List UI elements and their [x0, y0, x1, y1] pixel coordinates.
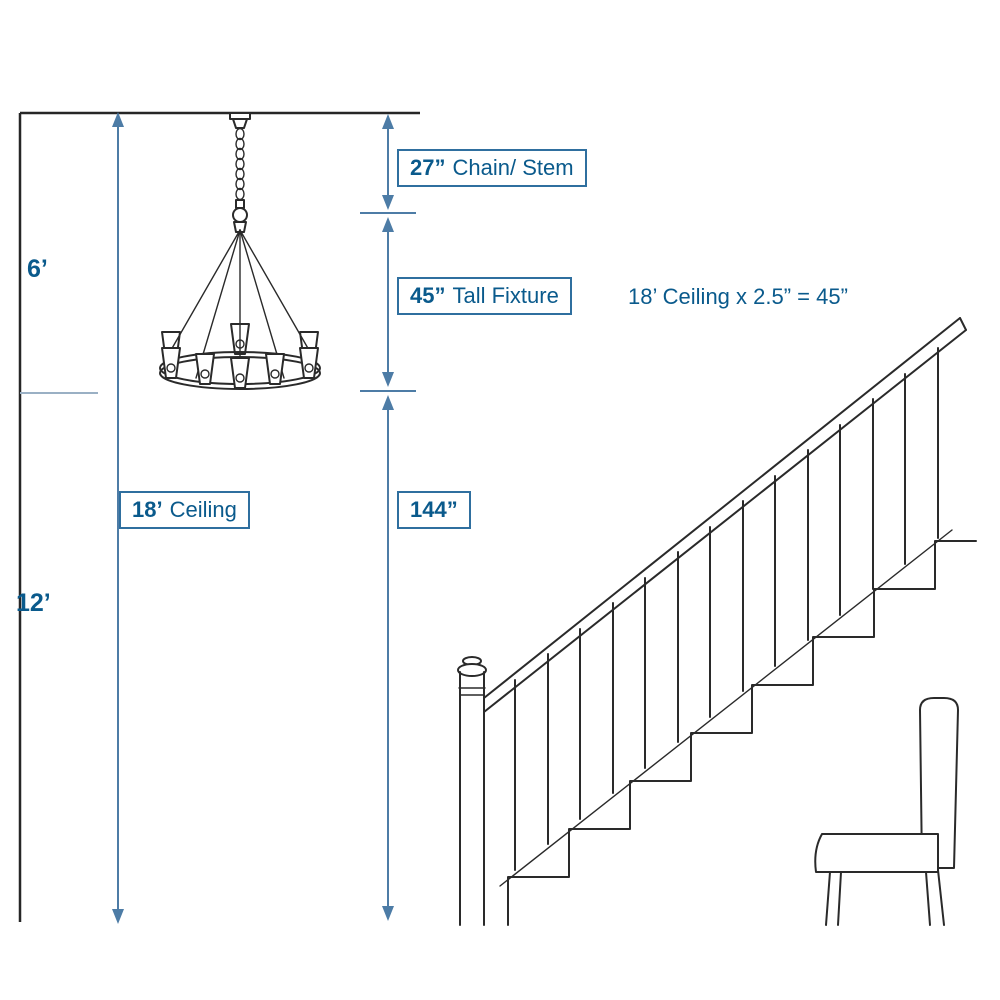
- chain-stem-label: 27” Chain/ Stem: [397, 149, 587, 187]
- fixture-height-dimension: [360, 217, 416, 392]
- chain-stem-dimension: [360, 114, 416, 214]
- ceiling-height-text: Ceiling: [169, 497, 237, 522]
- tall-fixture-label: 45” Tall Fixture: [397, 277, 572, 315]
- drop-total-value: 144”: [410, 497, 458, 522]
- ceiling-height-label: 18’ Ceiling: [119, 491, 250, 529]
- chandelier-front-candles: [161, 347, 319, 389]
- tall-fixture-value: 45”: [410, 283, 446, 308]
- chain-stem-value: 27”: [410, 155, 446, 180]
- staircase-drawing: [457, 317, 977, 926]
- drop-total-label: 144”: [397, 491, 471, 529]
- chain-stem-text: Chain/ Stem: [452, 155, 574, 180]
- floor-clearance-dimension: [382, 395, 394, 921]
- overall-height-dimension: [112, 112, 124, 924]
- tall-fixture-text: Tall Fixture: [452, 283, 559, 308]
- chandelier-drawing: [159, 112, 321, 390]
- upper-height-text: 6’: [27, 255, 48, 283]
- lower-height-text: 12’: [16, 589, 51, 617]
- ceiling-height-value: 18’: [132, 497, 163, 522]
- chair-drawing: [814, 697, 959, 926]
- ceiling-formula-text: 18’ Ceiling x 2.5” = 45”: [628, 284, 848, 309]
- wall-line: [18, 113, 98, 922]
